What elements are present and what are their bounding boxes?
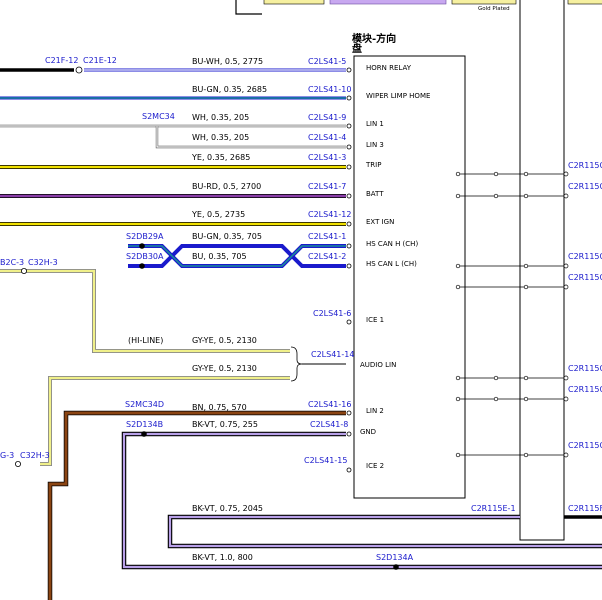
wire-label-wh-1: WH, 0.35, 205 (192, 113, 249, 122)
wire-label-bu-gn: BU-GN, 0.35, 2685 (192, 85, 267, 94)
wire-label-bu-rd: BU-RD, 0.5, 2700 (192, 182, 261, 191)
conn-c2ls41-16: C2LS41-16 (308, 400, 351, 409)
ref-c21e-12: C21E-12 (83, 56, 117, 65)
top-yellow-box-2 (451, 0, 517, 5)
wire-label-bk-vt-3: BK-VT, 1.0, 800 (192, 553, 253, 562)
pin-ice2: ICE 2 (366, 462, 384, 470)
pin-ext-ign: EXT IGN (366, 218, 394, 226)
pin-trip: TRIP (365, 161, 381, 169)
conn-c2ls41-9: C2LS41-9 (308, 113, 346, 122)
wire-label-bu-gn-can: BU-GN, 0.35, 705 (192, 232, 262, 241)
wire-label-ye-2: YE, 0.5, 2735 (191, 210, 245, 219)
ref-c2r115e-1: C2R115E-1 (471, 504, 516, 513)
wire-gy-ye-1 (0, 269, 290, 353)
conn-c2ls41-14: C2LS41-14 (311, 350, 354, 359)
wire-label-bu-wh: BU-WH, 0.5, 2775 (192, 57, 263, 66)
wire-label-bn: BN, 0.75, 570 (192, 403, 247, 412)
ref-c32h-3: C32H-3 (28, 258, 58, 267)
ref-s2d134a: S2D134A (376, 553, 414, 562)
pin-wiper-limp-home: WIPER LIMP HOME (366, 92, 430, 100)
ref-c2r115f: C2R115F (568, 504, 602, 513)
wire-label-bk-vt-2: BK-VT, 0.75, 2045 (192, 504, 263, 513)
conn-c2ls41-10: C2LS41-10 (308, 85, 351, 94)
top-left-bracket (235, 0, 262, 15)
ref-c2r115c-5: C2R115C (568, 364, 602, 373)
ref-s2mc34: S2MC34 (142, 112, 175, 121)
pin-gnd: GND (360, 428, 376, 436)
module-title-1: 模块-方向 (352, 32, 396, 45)
wire-label-wh-2: WH, 0.35, 205 (192, 133, 249, 142)
inline-connector-icon (75, 66, 83, 74)
steering-module-box (353, 55, 466, 499)
ref-c2r115c-7: C2R115C (568, 441, 602, 450)
pin-lin2: LIN 2 (366, 407, 384, 415)
top-lavender-box (329, 0, 447, 5)
conn-c2ls41-3: C2LS41-3 (308, 153, 346, 162)
conn-c2ls41-6: C2LS41-6 (313, 309, 351, 318)
pin-ice1: ICE 1 (366, 316, 384, 324)
conn-c2ls41-15: C2LS41-15 (304, 456, 347, 465)
wire-label-gy-ye-2: GY-YE, 0.5, 2130 (192, 364, 257, 373)
ref-c2r115c-2: C2R115C (568, 182, 602, 191)
splice-bracket (290, 346, 303, 382)
pin-terminals (346, 67, 352, 473)
ref-c2r115c-3: C2R115C (568, 252, 602, 261)
ref-hi-line: (HI-LINE) (128, 336, 163, 345)
conn-c2ls41-1: C2LS41-1 (308, 232, 346, 241)
wire-label-ye-1: YE, 0.35, 2685 (191, 153, 250, 162)
conn-c2ls41-2: C2LS41-2 (308, 252, 346, 261)
ref-c2r115c-4: C2R115C (568, 273, 602, 282)
right-connector-box (519, 0, 565, 541)
pin-lin3: LIN 3 (366, 141, 384, 149)
ref-c32h-3b: C32H-3 (20, 451, 50, 460)
inline-connector-icon-2 (20, 267, 27, 274)
wire-label-bk-vt-1: BK-VT, 0.75, 255 (192, 420, 258, 429)
internal-links (458, 173, 566, 456)
internal-link-terminals (455, 171, 569, 458)
pin-audio-lin: AUDIO LIN (360, 361, 396, 369)
ref-g-3: G-3 (0, 451, 14, 460)
pin-lin1: LIN 1 (366, 120, 384, 128)
ref-c2r115c-6: C2R115C (568, 385, 602, 394)
conn-c2ls41-4: C2LS41-4 (308, 133, 346, 142)
top-yellow-box (263, 0, 325, 5)
ref-b2c-3: B2C-3 (0, 258, 24, 267)
ref-c21f-12: C21F-12 (45, 56, 78, 65)
pin-hs-can-l: HS CAN L (CH) (366, 260, 417, 268)
ref-s2d134b: S2D134B (126, 420, 163, 429)
conn-c2ls41-8: C2LS41-8 (310, 420, 348, 429)
ref-c2r115c-1: C2R115C (568, 161, 602, 170)
ref-s2mc34d: S2MC34D (125, 400, 164, 409)
inline-connector-icon-3 (14, 460, 21, 467)
wire-gy-ye-2 (40, 376, 290, 466)
pin-batt: BATT (366, 190, 384, 198)
wire-label-bu-can: BU, 0.35, 705 (192, 252, 247, 261)
conn-c2ls41-7: C2LS41-7 (308, 182, 346, 191)
wire-bk-vt-gnd (121, 431, 602, 570)
conn-c2ls41-12: C2LS41-12 (308, 210, 351, 219)
gold-plated-label: Gold Plated (478, 6, 510, 12)
top-yellow-box-3 (567, 0, 602, 5)
wire-bk-vt-2045 (167, 514, 602, 549)
can-twisted-pair (128, 243, 346, 269)
conn-c2ls41-5: C2LS41-5 (308, 57, 346, 66)
pin-hs-can-h: HS CAN H (CH) (366, 240, 418, 248)
ref-s2db29a: S2DB29A (126, 232, 164, 241)
wire-label-gy-ye-1: GY-YE, 0.5, 2130 (192, 336, 257, 345)
ref-s2db30a: S2DB30A (126, 252, 164, 261)
pin-horn-relay: HORN RELAY (366, 64, 412, 72)
module-title-2: 盘 (352, 42, 362, 55)
